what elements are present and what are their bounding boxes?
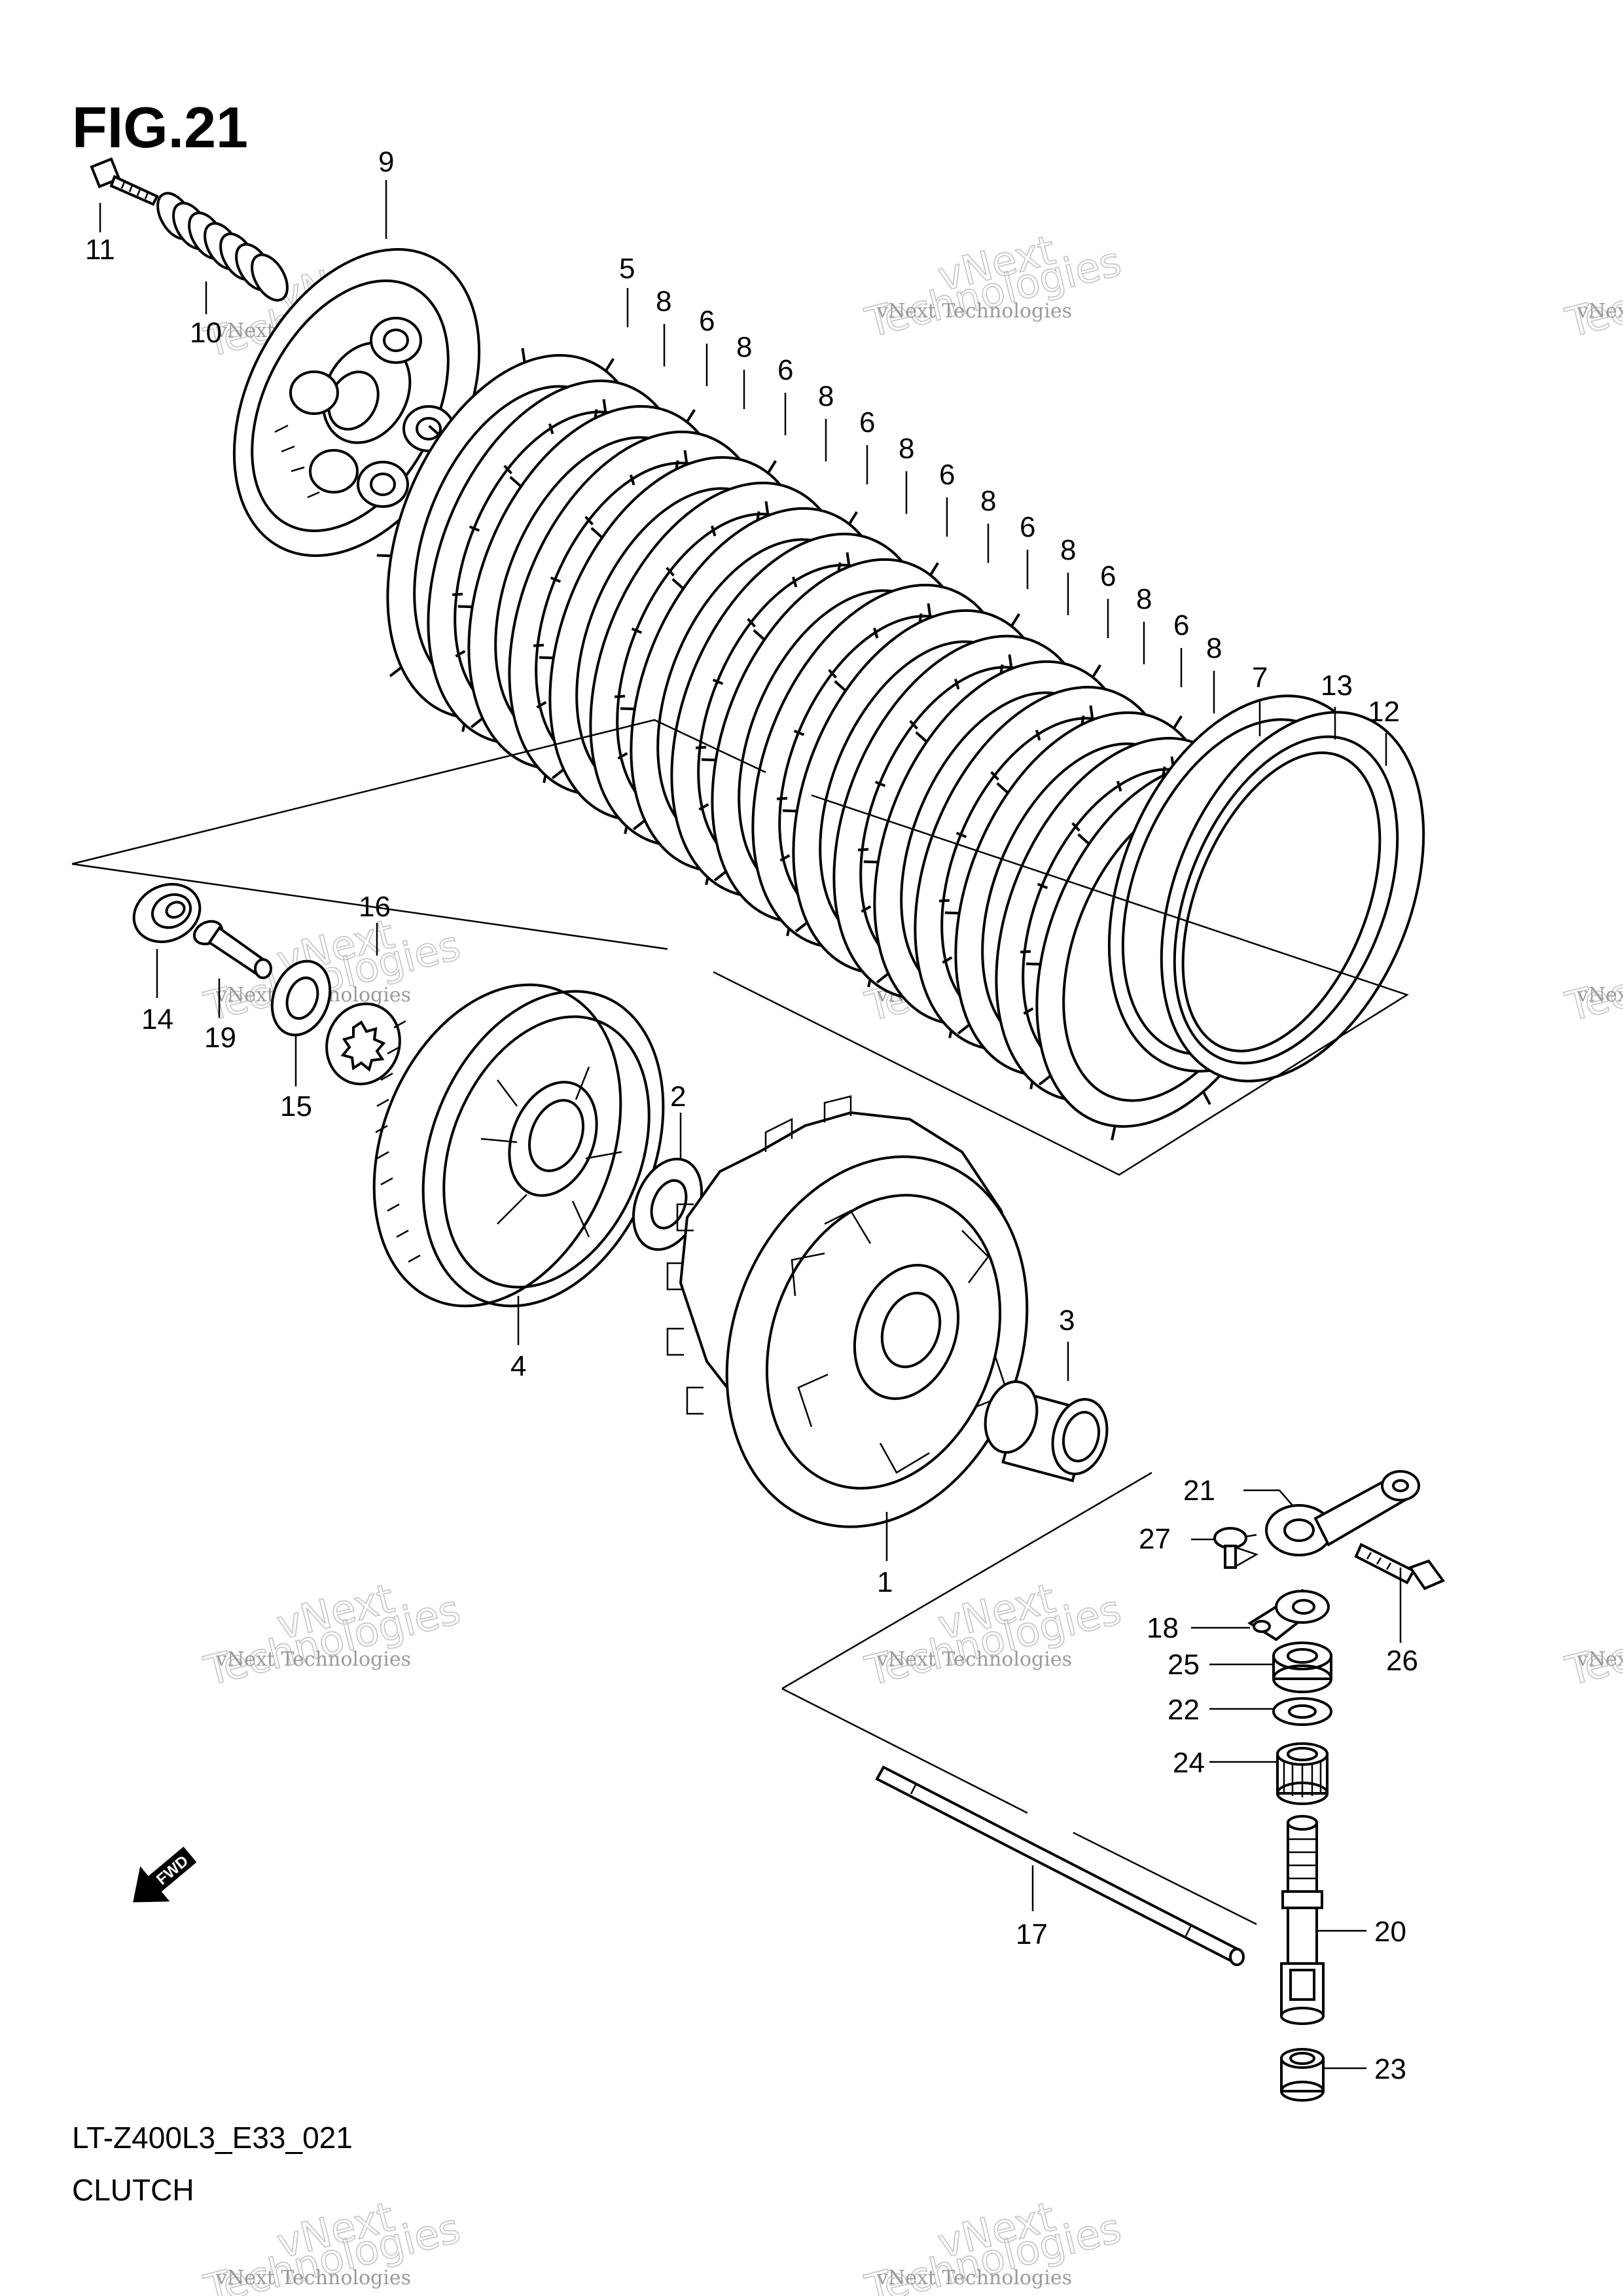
callout-stack-8: 8 bbox=[736, 331, 752, 363]
callout-stack-8: 8 bbox=[1136, 583, 1152, 615]
callout-15: 15 bbox=[280, 1090, 312, 1122]
watermark-small: vNext Technologies bbox=[876, 1648, 1072, 1671]
callout-stack-6: 6 bbox=[777, 354, 793, 386]
assembly-frame-lines bbox=[71, 719, 1409, 1926]
part-24-needle-bearing bbox=[1276, 1742, 1329, 1805]
callout-stack-6: 6 bbox=[1020, 511, 1035, 543]
callout-21: 21 bbox=[1183, 1475, 1215, 1507]
callout-3: 3 bbox=[1059, 1304, 1075, 1336]
callout-stack-6: 6 bbox=[939, 459, 955, 491]
part-16-lock-washer bbox=[325, 1002, 401, 1086]
watermark-small: vNext Technologies bbox=[215, 2267, 411, 2289]
callout-26: 26 bbox=[1386, 1645, 1418, 1677]
callout-12: 12 bbox=[1368, 696, 1400, 728]
watermark-small: vNext Technologies bbox=[1577, 984, 1623, 1007]
part-23-bushing bbox=[1280, 2048, 1325, 2102]
part-18-washer bbox=[1247, 1588, 1330, 1641]
callout-14: 14 bbox=[141, 1003, 173, 1035]
callout-19: 19 bbox=[204, 1022, 236, 1054]
leader-lines bbox=[99, 180, 1402, 2070]
part-1-clutch-housing bbox=[666, 1095, 1029, 1528]
part-21-release-arm bbox=[1265, 1470, 1420, 1556]
callout-11: 11 bbox=[85, 234, 115, 266]
watermark-small: vNext Technologies bbox=[1577, 1648, 1623, 1671]
callout-stack-8: 8 bbox=[656, 285, 671, 317]
part-27-screw bbox=[1213, 1527, 1247, 1569]
callout-4: 4 bbox=[510, 1350, 526, 1382]
figure-code: LT-Z400L3_E33_021 bbox=[72, 2121, 353, 2155]
callout-20: 20 bbox=[1374, 1916, 1406, 1948]
callout-18: 18 bbox=[1147, 1612, 1179, 1644]
forward-arrow-icon: FWD bbox=[133, 1846, 197, 1903]
watermark-large: Technologies bbox=[1561, 1585, 1623, 1695]
callout-stack-8: 8 bbox=[1206, 632, 1222, 664]
callout-1: 1 bbox=[877, 1566, 893, 1598]
callout-10: 10 bbox=[190, 317, 222, 349]
watermark-large: Technologies bbox=[1561, 921, 1623, 1030]
part-12-spring-washer bbox=[1160, 711, 1425, 1083]
part-10-spring bbox=[156, 192, 289, 302]
figure-title: FIG.21 bbox=[72, 95, 248, 160]
part-2-thrust-washer bbox=[632, 1157, 704, 1251]
callout-13: 13 bbox=[1321, 670, 1353, 702]
part-25-oil-seal bbox=[1272, 1641, 1332, 1693]
part-3-spacer bbox=[984, 1380, 1109, 1482]
part-4-clutch-hub bbox=[372, 983, 665, 1308]
watermark-large: Technologies bbox=[1561, 237, 1623, 346]
callout-stack-8: 8 bbox=[1060, 534, 1076, 566]
callout-stack-5: 5 bbox=[619, 253, 635, 285]
part-17-push-rod bbox=[875, 1765, 1245, 1966]
figure-name: CLUTCH bbox=[72, 2173, 194, 2207]
watermark-small: vNext Technologies bbox=[1577, 300, 1623, 323]
callout-stack-7: 7 bbox=[1252, 662, 1268, 694]
callout-9: 9 bbox=[378, 146, 394, 178]
part-11-bolt bbox=[90, 157, 159, 206]
watermark-small: vNext Technologies bbox=[876, 300, 1072, 323]
callout-22: 22 bbox=[1168, 1694, 1200, 1726]
part-15-nut bbox=[270, 960, 332, 1037]
part-22-washer bbox=[1272, 1697, 1332, 1726]
callout-24: 24 bbox=[1173, 1747, 1205, 1779]
callout-27: 27 bbox=[1139, 1523, 1171, 1555]
part-19-push-piece bbox=[192, 920, 272, 979]
part-14-bearing bbox=[132, 883, 202, 943]
callout-17: 17 bbox=[1016, 1918, 1048, 1950]
part-20-release-shaft bbox=[1280, 1815, 1325, 2025]
callout-stack-8: 8 bbox=[818, 380, 834, 412]
callout-stack-6: 6 bbox=[859, 406, 875, 439]
watermark-small: vNext Technologies bbox=[215, 1648, 411, 1671]
part-26-bolt bbox=[1354, 1543, 1446, 1590]
callout-stack-6: 6 bbox=[1100, 560, 1116, 592]
callout-stack-6: 6 bbox=[699, 305, 715, 337]
watermark-small: vNext Technologies bbox=[876, 2267, 1072, 2289]
callout-16: 16 bbox=[359, 891, 391, 923]
callout-stack-8: 8 bbox=[899, 433, 914, 465]
callout-23: 23 bbox=[1374, 2053, 1406, 2085]
callout-2: 2 bbox=[670, 1081, 686, 1113]
callout-25: 25 bbox=[1168, 1649, 1200, 1681]
callout-stack-6: 6 bbox=[1173, 609, 1189, 641]
callout-stack-8: 8 bbox=[980, 485, 996, 517]
